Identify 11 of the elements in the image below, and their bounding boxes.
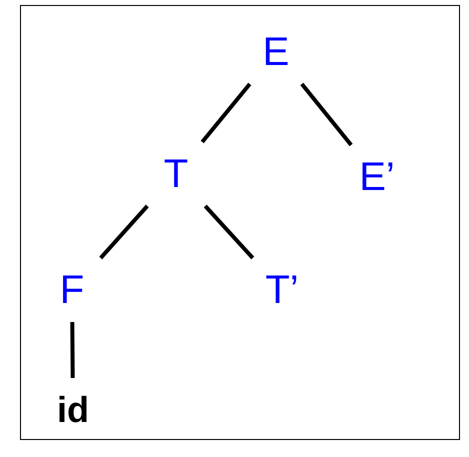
nonterminal-symbol: E bbox=[262, 32, 290, 72]
tree-edge bbox=[70, 322, 75, 378]
terminal-symbol: id bbox=[57, 392, 89, 428]
tree-edge bbox=[99, 204, 149, 260]
nonterminal-symbol: E’ bbox=[359, 157, 395, 197]
tree-edge bbox=[204, 204, 254, 260]
nonterminal-symbol: F bbox=[60, 270, 84, 310]
tree-edge bbox=[200, 82, 252, 144]
nonterminal-symbol: T bbox=[164, 154, 188, 194]
tree-edge bbox=[300, 82, 353, 146]
nonterminal-symbol: T’ bbox=[265, 270, 299, 310]
